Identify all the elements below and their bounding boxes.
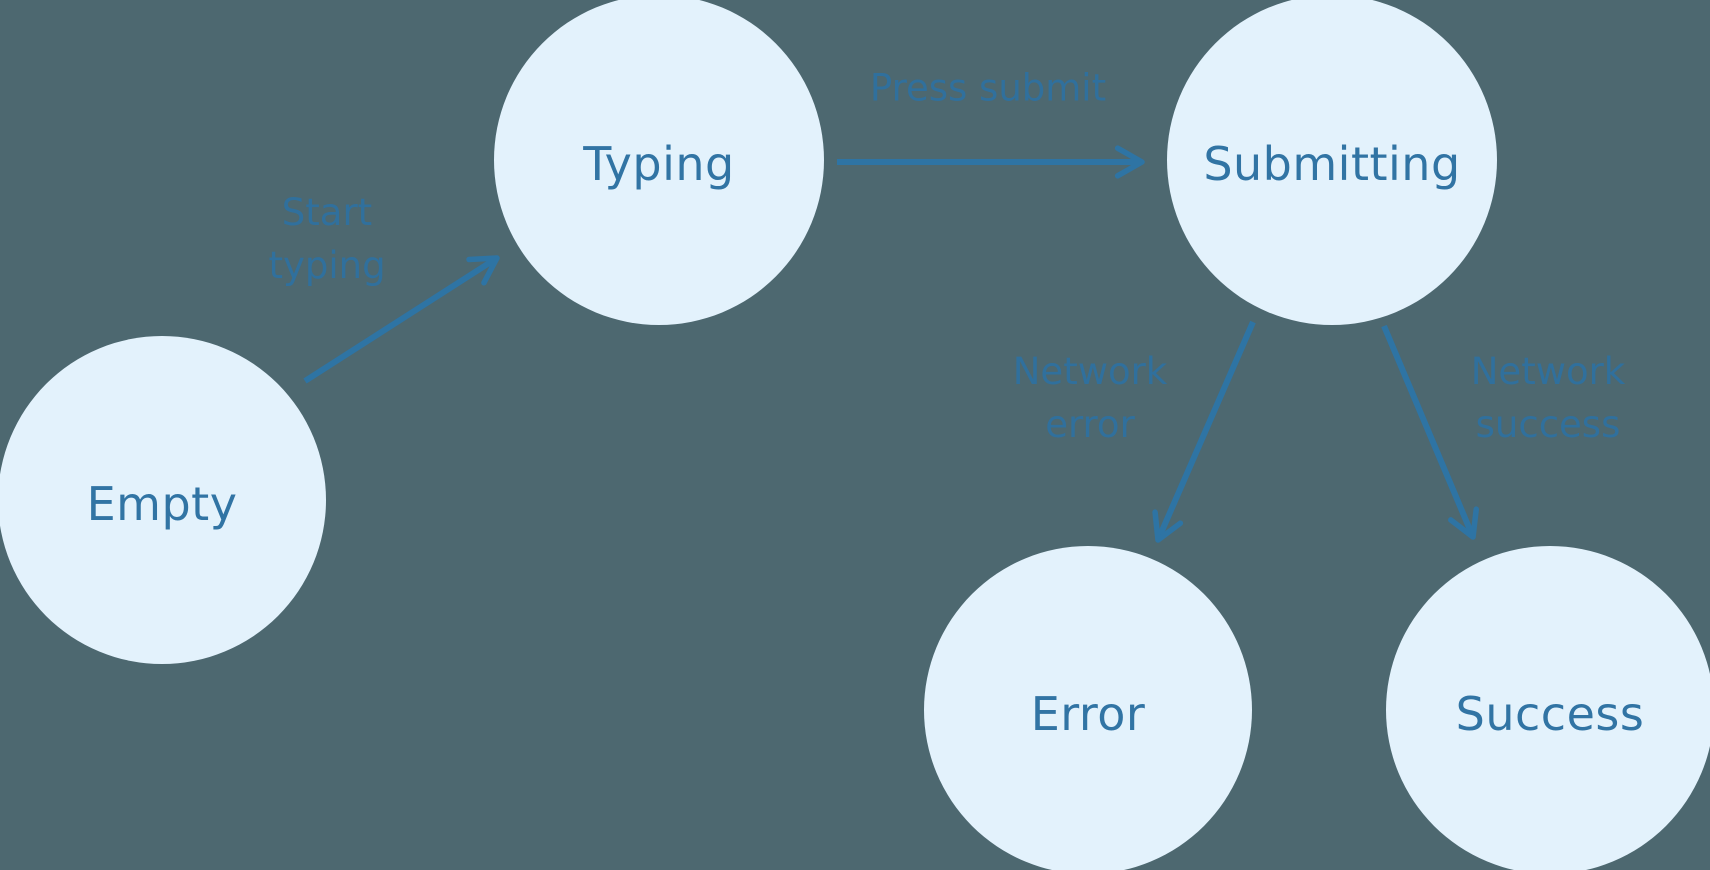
state-node-label: Submitting	[1203, 137, 1461, 191]
state-node-label: Empty	[86, 477, 238, 531]
edge-arrow-network-success	[1381, 324, 1480, 540]
edge-label-network-success: Network success	[1471, 345, 1626, 451]
state-node-success[interactable]: Success	[1386, 546, 1710, 870]
edge-label-line: Network	[1470, 350, 1626, 393]
edge-label-network-error: Network error	[1013, 345, 1168, 451]
state-node-submitting[interactable]: Submitting	[1167, 0, 1497, 325]
state-node-label: Error	[1030, 687, 1146, 741]
edge-label-line: Start	[281, 191, 373, 234]
edge-label-line: error	[1045, 403, 1135, 446]
edge-arrow-network-error	[1152, 320, 1256, 543]
edge-arrows-group	[303, 145, 1480, 543]
edge-label-line: typing	[268, 244, 386, 287]
edge-label-start-typing: Start typing	[268, 186, 385, 292]
edge-arrow-start-typing	[303, 255, 500, 384]
state-node-typing[interactable]: Typing	[494, 0, 824, 325]
edge-label-line: success	[1475, 403, 1621, 446]
state-node-label: Success	[1455, 687, 1645, 741]
edge-label-line: Network	[1012, 350, 1168, 393]
edge-label-press-submit: Press submit	[870, 62, 1106, 115]
edge-label-line: Press submit	[869, 66, 1107, 110]
state-node-empty[interactable]: Empty	[0, 336, 326, 664]
state-node-label: Typing	[583, 137, 735, 191]
state-node-error[interactable]: Error	[924, 546, 1252, 870]
